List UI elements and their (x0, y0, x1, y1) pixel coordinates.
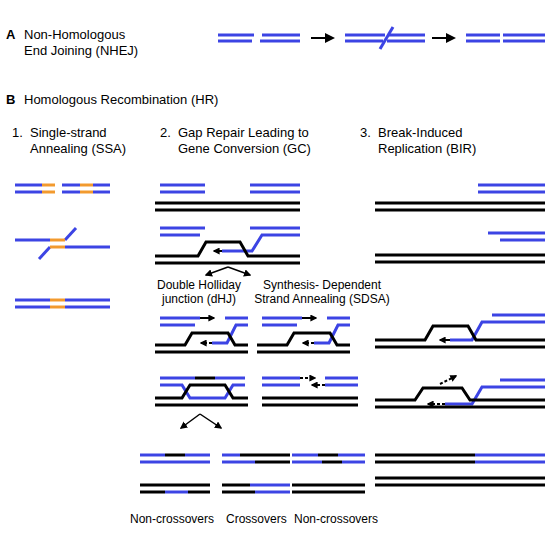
pathway-title: Gap Repair Leading to Gene Conversion (G… (178, 125, 328, 156)
pathway-title: Break-Induced Replication (BIR) (378, 125, 490, 156)
outcome-label: Non-crossovers (294, 512, 378, 526)
item-number: 1. (12, 125, 23, 141)
pathway-title: Single-strand Annealing (SSA) (30, 125, 135, 156)
section-title: Non-Homologous End Joining (NHEJ) (24, 27, 149, 58)
outcome-label: Crossovers (226, 512, 287, 526)
panel-letter: A (6, 27, 15, 43)
outcome-label: Non-crossovers (130, 512, 214, 526)
item-number: 3. (360, 125, 371, 141)
branch-title: Synthesis- Dependent Strand Annealing (S… (252, 278, 392, 307)
branch-title: Double Holliday junction (dHJ) (150, 278, 248, 307)
item-number: 2. (160, 125, 171, 141)
panel-letter: B (6, 92, 15, 108)
section-title: Homologous Recombination (HR) (24, 92, 284, 108)
